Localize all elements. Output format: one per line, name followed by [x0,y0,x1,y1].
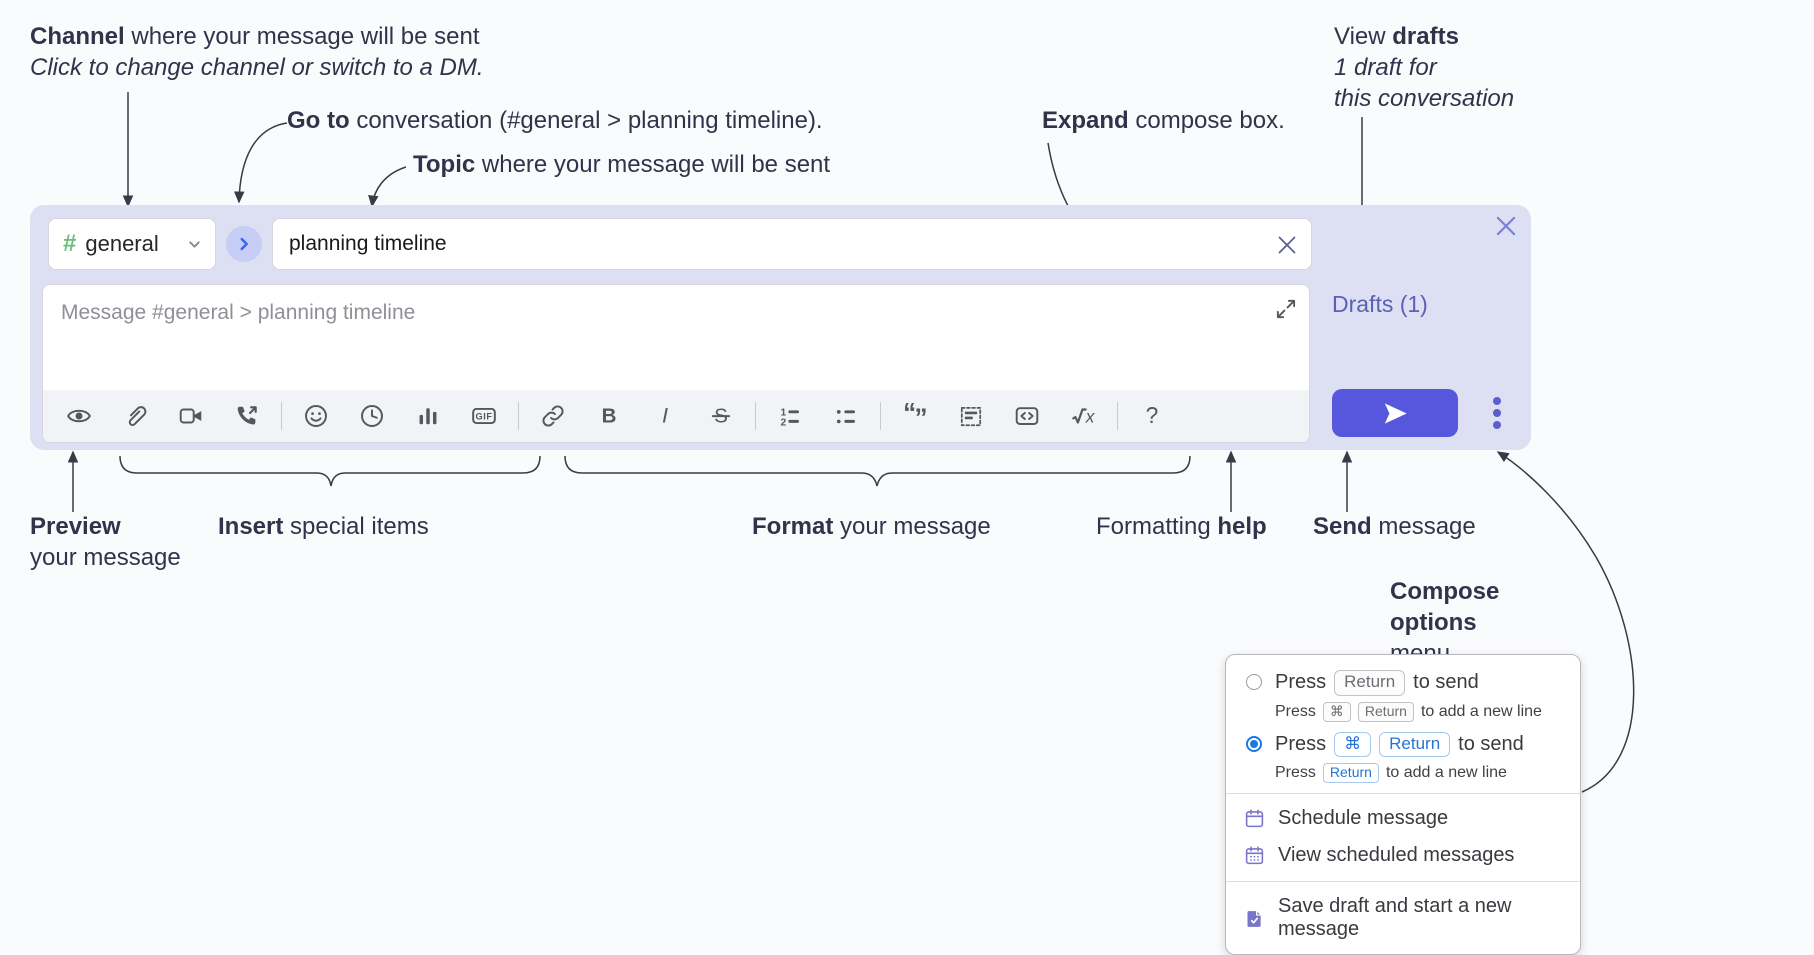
svg-text:1: 1 [780,407,786,418]
menu-separator [1226,793,1580,795]
send-annotation: Send message [1313,513,1476,540]
key-cmd: ⌘ [1334,731,1372,758]
key-return: Return [1322,763,1379,784]
preview-annotation: Preview your message [30,513,181,571]
clear-topic-icon[interactable] [1275,233,1299,257]
svg-text:I: I [662,403,668,428]
attach-file-icon[interactable] [107,394,163,438]
goto-annotation: Go to conversation (#general > planning … [287,107,823,134]
key-return: Return [1334,670,1406,696]
topic-input[interactable] [273,219,1311,269]
channel-name: general [85,231,159,256]
radio-unselected[interactable] [1246,674,1262,690]
bold-icon[interactable]: B [581,394,637,438]
format-annotation: Format your message [752,513,991,540]
key-return: Return [1379,731,1451,758]
global-time-icon[interactable] [344,394,400,438]
italic-icon[interactable]: I [637,394,693,438]
option-cmd-return-to-send[interactable]: Press ⌘ Return to send Press Return to a… [1226,725,1580,787]
poll-icon[interactable] [400,394,456,438]
chevron-right-icon [240,237,248,251]
formatting-help-icon[interactable]: ? [1124,394,1180,438]
send-button[interactable] [1332,389,1458,437]
chevron-down-icon [189,240,200,248]
strikethrough-icon[interactable]: S [693,394,749,438]
option-return-to-send[interactable]: Press Return to send Press ⌘ Return to a… [1226,663,1580,725]
compose-box: # general [30,205,1531,450]
topic-field [272,218,1312,270]
menu-item-save-draft[interactable]: Save draft and start a new message [1226,888,1580,948]
compose-options-menu: Press Return to send Press ⌘ Return to a… [1225,654,1581,955]
go-to-conversation-button[interactable] [226,226,262,262]
svg-text:x: x [1085,407,1096,427]
emoji-icon[interactable] [288,394,344,438]
link-icon[interactable] [525,394,581,438]
svg-text:B: B [602,405,617,428]
spoiler-icon[interactable] [943,394,999,438]
close-compose-icon[interactable] [1493,213,1519,239]
calendar-icon [1245,809,1264,828]
drafts-link[interactable]: Drafts (1) [1332,291,1428,317]
math-icon[interactable]: x [1055,394,1111,438]
toolbar-separator [1117,402,1118,430]
gif-icon[interactable]: GIF [456,394,512,438]
svg-text:?: ? [1146,403,1159,428]
calendar-grid-icon [1245,846,1264,865]
toolbar-separator [880,402,881,430]
svg-text:”: ” [914,403,927,429]
radio-selected[interactable] [1246,735,1262,752]
quote-icon[interactable]: “” [887,394,943,438]
drafts-annotation: View drafts 1 draft for this conversatio… [1334,23,1515,112]
toolbar-separator [281,402,282,430]
file-check-icon [1247,910,1261,927]
expand-annotation: Expand compose box. [1042,107,1285,134]
menu-item-schedule-message[interactable]: Schedule message [1226,800,1580,837]
message-compose-area: GIF B I S 12 “” [42,284,1310,443]
channel-selector[interactable]: # general [48,218,216,270]
channel-hash-icon: # [63,230,77,257]
message-input[interactable] [43,285,1309,385]
menu-item-view-scheduled-messages[interactable]: View scheduled messages [1226,837,1580,874]
svg-text:GIF: GIF [476,412,493,422]
expand-compose-icon[interactable] [1275,298,1297,320]
video-call-icon[interactable] [163,394,219,438]
menu-separator [1226,881,1580,883]
paper-plane-icon [1384,402,1407,424]
key-cmd: ⌘ [1322,701,1351,722]
svg-text:“: “ [903,403,916,427]
channel-annotation: Channel where your message will be sent … [30,23,484,81]
topic-annotation: Topic where your message will be sent [413,151,831,178]
compose-options-menu-button[interactable] [1477,391,1517,435]
svg-text:2: 2 [780,417,786,428]
formatting-help-annotation: Formatting help [1096,513,1267,540]
toolbar-separator [518,402,519,430]
toolbar-separator [755,402,756,430]
voice-call-icon[interactable] [219,394,275,438]
code-icon[interactable] [999,394,1055,438]
key-return: Return [1357,701,1414,722]
preview-icon[interactable] [51,394,107,438]
insert-annotation: Insert special items [218,513,429,540]
bulleted-list-icon[interactable] [818,394,874,438]
